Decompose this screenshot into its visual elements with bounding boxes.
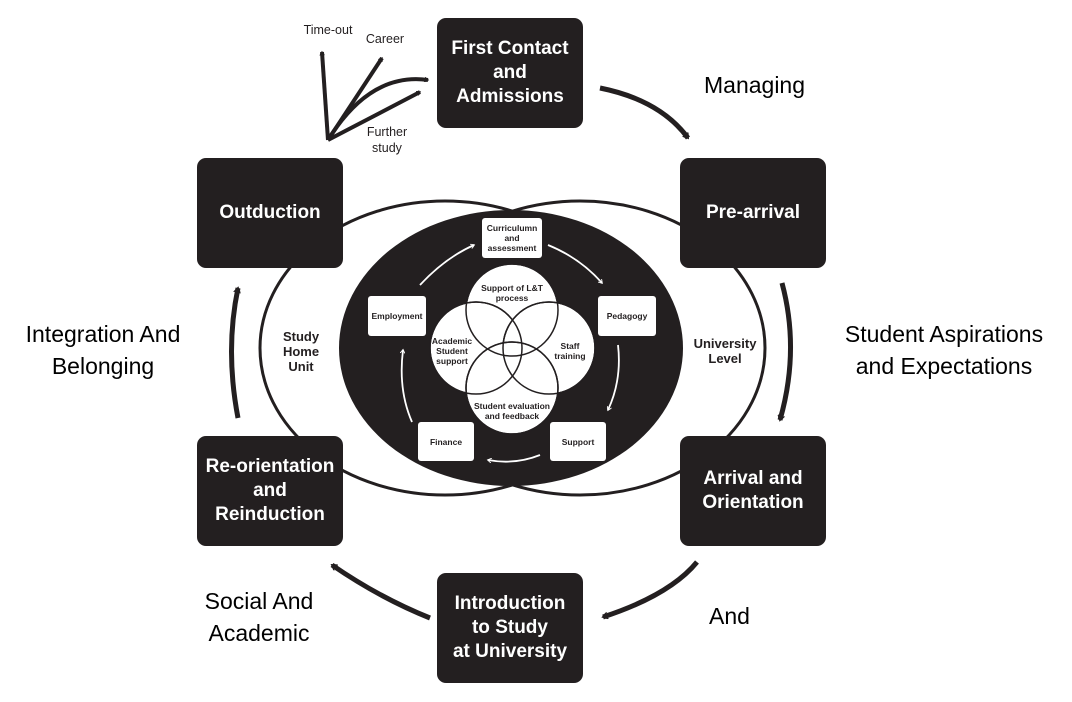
inner-arrow-2 bbox=[547, 244, 602, 283]
flow-label-managing: Managing bbox=[704, 72, 806, 98]
venn-label-staff-training: Staff training bbox=[554, 341, 586, 361]
stage-arrival-label: Arrival and Orientation bbox=[702, 468, 804, 513]
inner-box-support: Support bbox=[550, 422, 606, 461]
stage-pre-arrival: Pre-arrival bbox=[680, 158, 826, 268]
stage-introduction-label: Introduction to Study at University bbox=[452, 593, 568, 662]
cycle-arrow-2 bbox=[780, 282, 793, 420]
inner-box-curriculum: Curriculumn and assessment bbox=[482, 218, 542, 258]
stage-outduction: Outduction bbox=[197, 158, 343, 268]
level-study-home-unit: Study Home Unit bbox=[282, 329, 320, 374]
exit-arrow-timeout bbox=[322, 52, 330, 141]
venn-label-lt-process: Support of L&T process bbox=[481, 283, 543, 303]
inner-box-finance-label: Finance bbox=[429, 436, 463, 447]
stage-first-contact-label: First Contact and Admissions bbox=[451, 38, 569, 107]
inner-arrow-4 bbox=[488, 454, 541, 462]
inner-box-employment-label: Employment bbox=[371, 311, 423, 321]
stage-first-contact: First Contact and Admissions bbox=[437, 18, 583, 128]
inner-box-curriculum-label: Curriculumn and assessment bbox=[486, 223, 538, 253]
flow-label-integration: Integration And Belonging bbox=[25, 321, 181, 379]
inner-box-finance: Finance bbox=[418, 422, 474, 461]
flow-label-and: And bbox=[709, 603, 750, 629]
inner-box-pedagogy: Pedagogy bbox=[598, 296, 656, 336]
flow-label-aspirations: Student Aspirations and Expectations bbox=[844, 321, 1044, 379]
exit-label-time-out: Time-out bbox=[303, 23, 353, 37]
flow-label-social: Social And Academic bbox=[204, 588, 314, 646]
exit-arrow-further-study bbox=[327, 90, 420, 142]
stage-reorientation-label: Re-orientation and Reinduction bbox=[205, 456, 335, 525]
cycle-arrow-5 bbox=[229, 288, 239, 419]
inner-box-pedagogy-label: Pedagogy bbox=[606, 311, 648, 321]
inner-box-employment: Employment bbox=[368, 296, 426, 336]
cycle-arrow-3 bbox=[603, 560, 699, 620]
exit-label-career: Career bbox=[365, 32, 405, 46]
stage-pre-arrival-label: Pre-arrival bbox=[705, 202, 800, 223]
inner-arrow-1 bbox=[419, 245, 474, 286]
venn-label-academic-support: Academic Student support bbox=[431, 336, 473, 366]
stage-introduction: Introduction to Study at University bbox=[437, 573, 583, 683]
exit-label-further-study: Further study bbox=[366, 125, 408, 155]
venn-label-evaluation: Student evaluation and feedback bbox=[473, 401, 551, 421]
inner-arrow-3 bbox=[608, 344, 620, 410]
exit-arrow-admissions bbox=[326, 79, 428, 142]
inner-box-support-label: Support bbox=[561, 436, 595, 447]
stage-reorientation: Re-orientation and Reinduction bbox=[197, 436, 343, 546]
stage-arrival: Arrival and Orientation bbox=[680, 436, 826, 546]
stage-outduction-label: Outduction bbox=[219, 202, 321, 223]
cycle-arrow-4 bbox=[332, 562, 431, 621]
level-university: University Level bbox=[693, 336, 757, 366]
cycle-arrow-1 bbox=[599, 85, 691, 140]
inner-arrow-5 bbox=[402, 350, 413, 423]
